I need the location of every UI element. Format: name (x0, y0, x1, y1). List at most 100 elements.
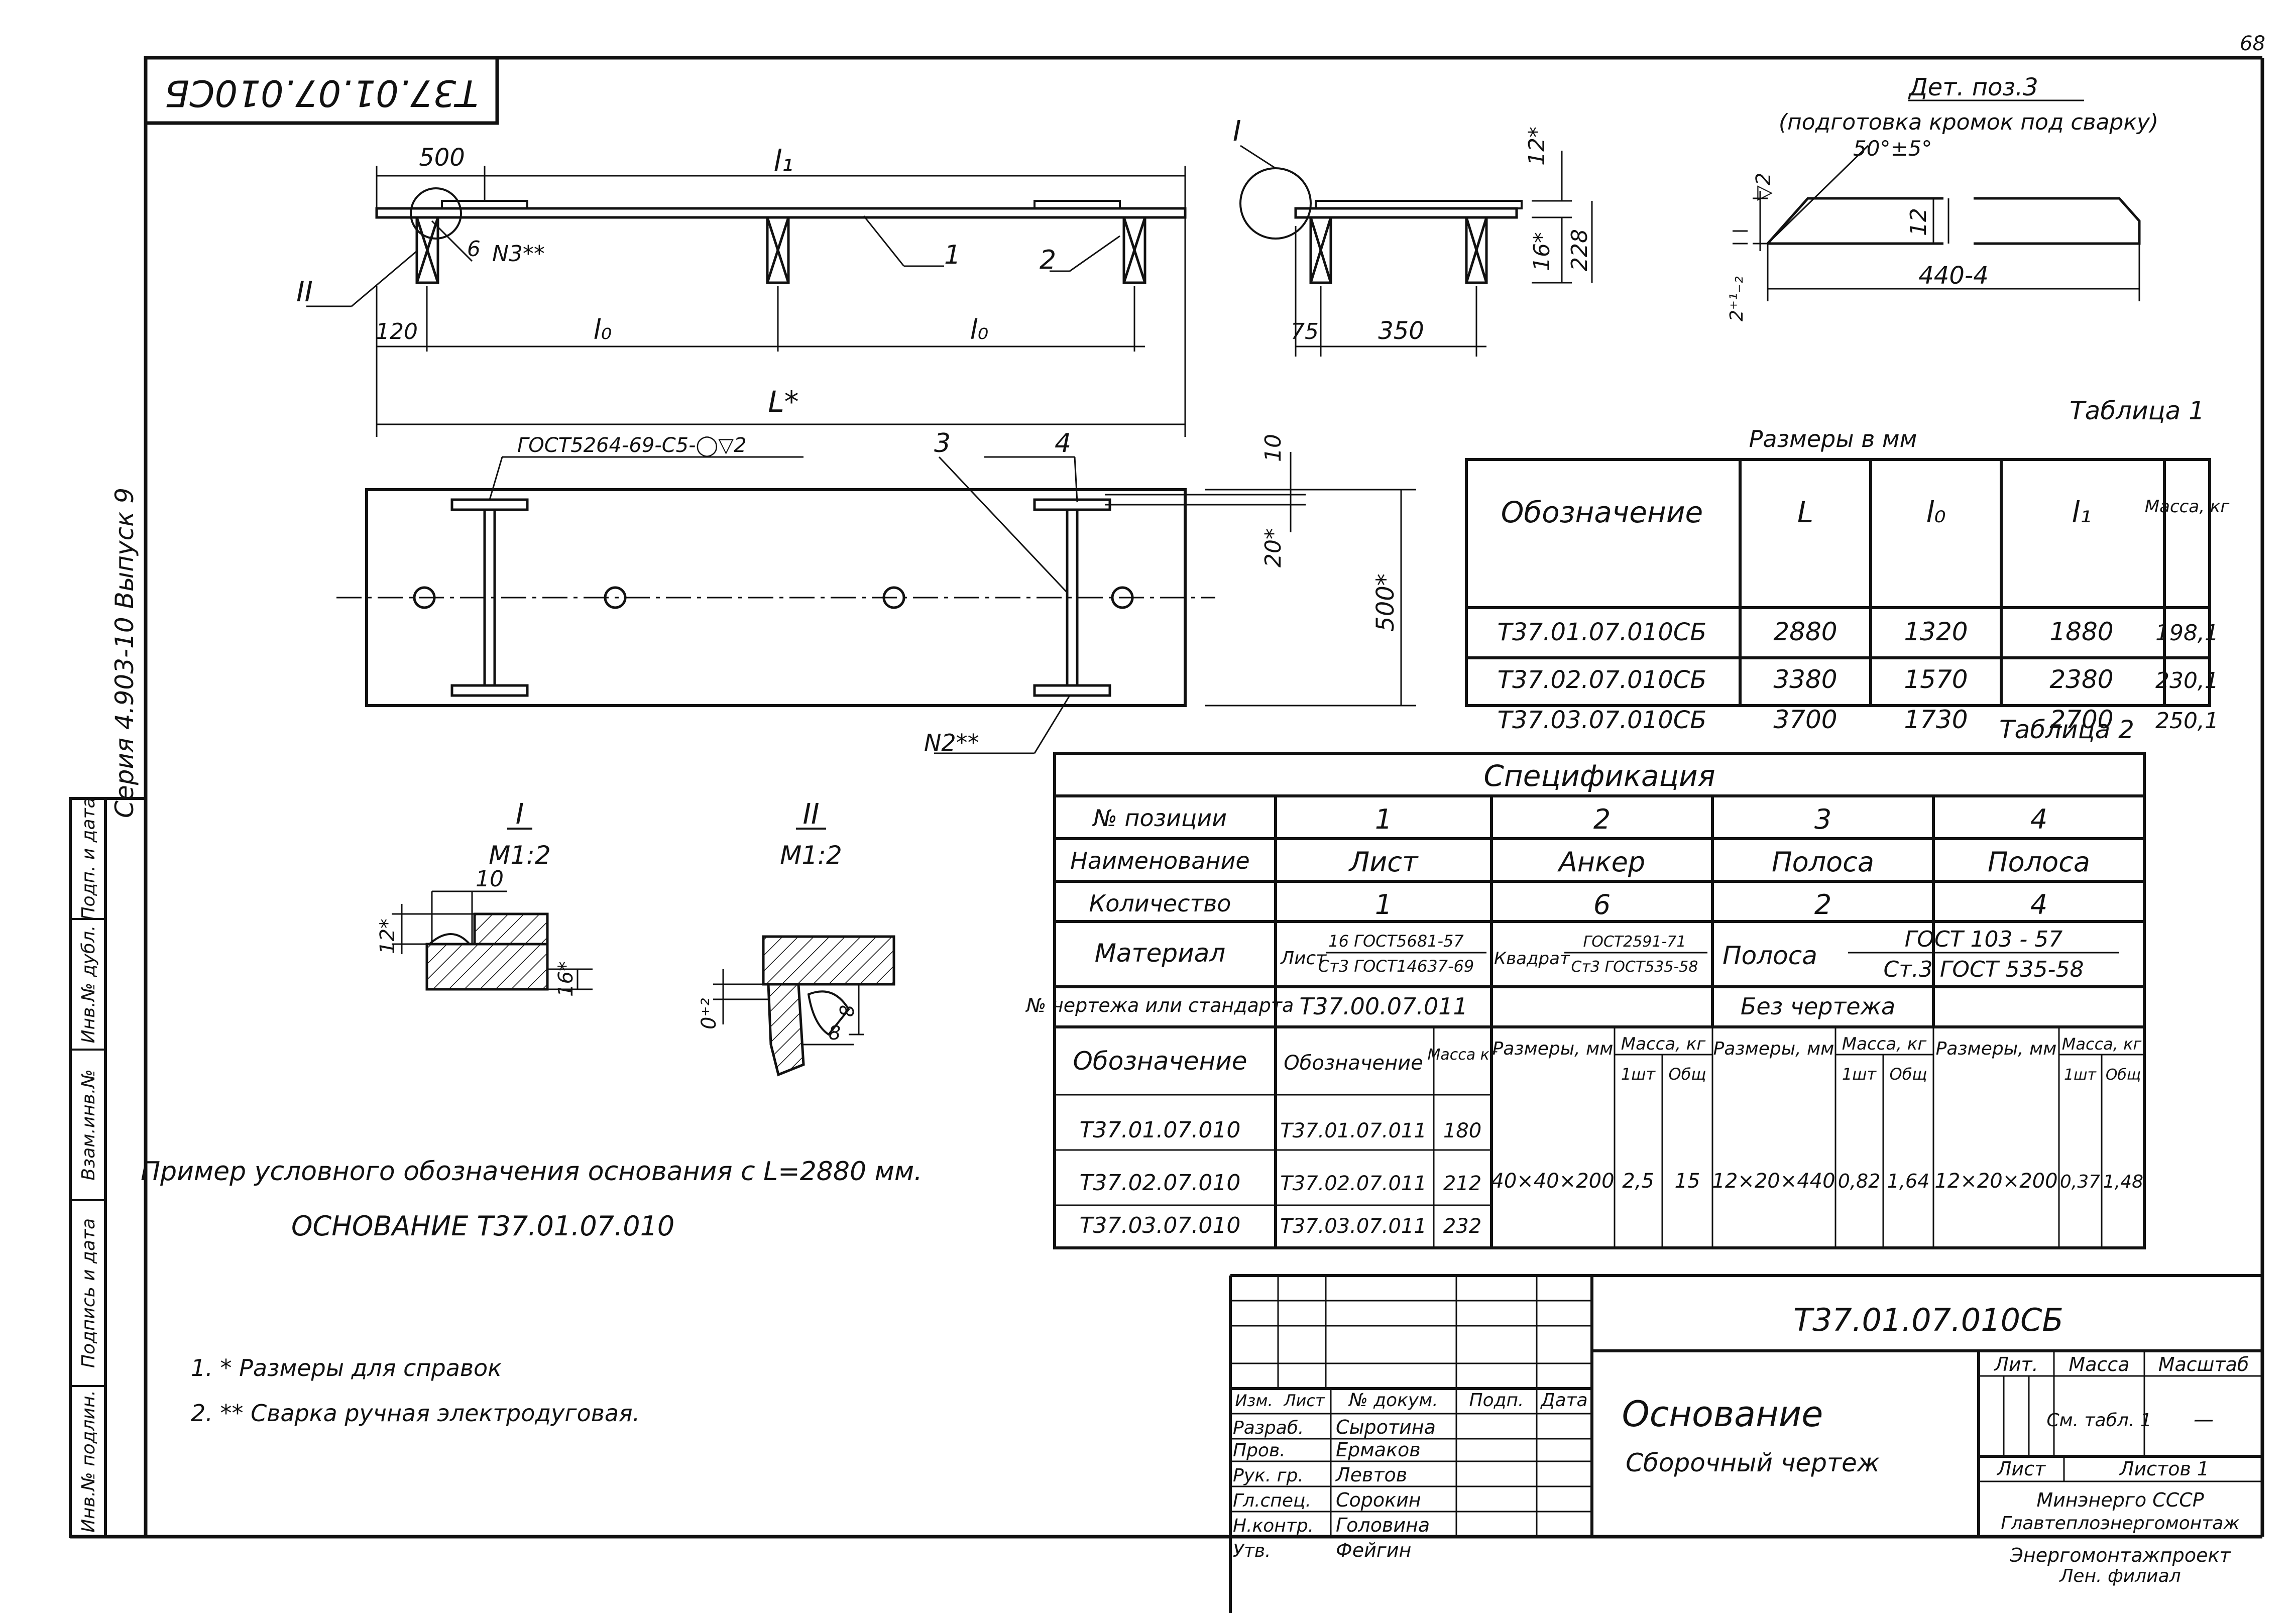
table2-label: Таблица 2 (1999, 715, 2134, 744)
t1-cell-0-4: 198,1 (2155, 620, 2219, 646)
t2-pos-0: 1 (1375, 803, 1392, 835)
plan-dim-500: 500* (1371, 573, 1400, 632)
t2-qty-3: 4 (2030, 889, 2047, 920)
weld-6: 6 (467, 237, 481, 261)
part3-dim-440: 440-4 (1918, 262, 1988, 290)
t2-sub-dims-3: Размеры, мм (1713, 1039, 1834, 1059)
t2-p4-m1: 0,37 (2060, 1172, 2100, 1192)
dim-120: 120 (376, 319, 418, 344)
left-strip: Инв.№ подлин. Подпись и дата Взам.инв.№ … (69, 797, 146, 1538)
t2-sub-mass-4: Масса, кг (2062, 1034, 2142, 1054)
t2-sub-dims-4: Размеры, мм (1936, 1039, 2057, 1059)
t2-mat34-pre: Полоса (1723, 941, 1817, 970)
part3-detail: Дет. поз.3 (подготовка кромок под сварку… (1727, 73, 2158, 321)
tb-subname: Сборочный чертеж (1626, 1448, 1880, 1477)
table2: Таблица 2 (1025, 715, 2146, 1249)
t1-cell-2-3: 2700 (2049, 705, 2113, 734)
t2-designation-label: Обозначение (1073, 1047, 1247, 1076)
t1-cell-1-0: Т37.02.07.010СБ (1498, 666, 1706, 694)
t2-row-mass-2: 232 (1443, 1215, 1481, 1238)
t2-title: Спецификация (1483, 759, 1715, 793)
t2-name-1: Анкер (1557, 846, 1645, 878)
label-pos-1: 1 (944, 240, 961, 270)
t2-sub-obsh-3: Общ (1889, 1065, 1927, 1084)
note-2: 2. ** Сварка ручная электродуговая. (191, 1400, 640, 1427)
example-line1: Пример условного обозначения основания с… (141, 1157, 923, 1187)
tb-role-5: Утв. (1233, 1541, 1271, 1561)
tb-name: Основание (1622, 1394, 1823, 1435)
t2-p2-mt: 15 (1675, 1170, 1700, 1193)
t1-cell-0-0: Т37.01.07.010СБ (1498, 618, 1706, 646)
tb-scale: Масштаб (2158, 1353, 2249, 1375)
table1: Таблица 1 Размеры в мм Обозначение L l₀ … (1465, 396, 2230, 707)
tb-person-4: Головина (1336, 1514, 1430, 1536)
main-view: 500 l₁ 120 l₀ l₀ L* 1 2 II 6 N3** (296, 144, 1187, 437)
tb-role-4: Н.контр. (1233, 1516, 1314, 1536)
detail-II: II М1:2 0⁺² 8 8 (698, 798, 895, 1077)
t1-cell-1-4: 230,1 (2155, 668, 2219, 694)
t1-cell-2-4: 250,1 (2155, 708, 2219, 734)
dim-l0-b: l₀ (970, 314, 989, 345)
stamp-box: Т37.01.07.010СБ (144, 56, 499, 125)
t1-h-mass: Масса, кг (2145, 497, 2230, 517)
t2-sub-designation: Обозначение (1284, 1052, 1423, 1075)
t2-pos-2: 3 (1814, 803, 1831, 835)
strip-text-5: Подп. и дата (78, 797, 99, 920)
t2-sub-1sht-3: 1шт (1842, 1065, 1877, 1084)
t2-qty-0: 1 (1375, 889, 1392, 920)
t1-cell-0-3: 1880 (2049, 617, 2113, 646)
detail-I-dim-10: 10 (476, 866, 504, 892)
series-label: Серия 4.903-10 Выпуск 9 (110, 488, 139, 818)
detail-I-dim-16: 16* (554, 961, 578, 997)
dim-l0-a: l₀ (594, 314, 612, 345)
tb-role-1: Пров. (1233, 1440, 1286, 1461)
t1-cell-2-1: 3700 (1773, 705, 1837, 734)
example-line2: ОСНОВАНИЕ Т37.01.07.010 (291, 1210, 674, 1242)
dim-L: L* (768, 385, 798, 419)
t2-mat1-top: 16 ГОСТ5681-57 (1328, 932, 1464, 951)
t2-drawing-label: № чертежа или стандарта (1025, 994, 1294, 1016)
t2-mat2-pre: Квадрат (1494, 949, 1570, 969)
tb-code: Т37.01.07.010СБ (1793, 1302, 2063, 1338)
t2-row-sub-2: Т37.03.07.011 (1280, 1215, 1427, 1238)
side-dim-12: 12* (1524, 127, 1550, 166)
tb-h-doc: № докум. (1348, 1390, 1438, 1411)
tb-h-list: Лист (1283, 1391, 1325, 1410)
t1-cell-0-1: 2880 (1773, 617, 1837, 646)
t2-sub-obsh-4: Общ (2106, 1066, 2141, 1084)
plan-view: ГОСТ5264-69-С5-◯▽2 3 4 10 20* 500* N2** (336, 428, 1416, 756)
part3-subtitle: (подготовка кромок под сварку) (1779, 109, 2158, 135)
detail-II-dim-8b: 8 (829, 1022, 841, 1044)
detail-I-scale: М1:2 (489, 841, 551, 870)
note-1: 1. * Размеры для справок (191, 1354, 502, 1381)
tb-org-4: Лен. филиал (2058, 1566, 2180, 1586)
t2-name-label: Наименование (1070, 847, 1249, 874)
t2-drawing-rest: Без чертежа (1741, 993, 1895, 1020)
t2-sub-obsh-2: Общ (1668, 1065, 1706, 1084)
t2-mat1-bot: Ст3 ГОСТ14637-69 (1318, 957, 1474, 976)
tb-person-0: Сыротина (1336, 1416, 1436, 1438)
detail-II-dim-0: 0⁺² (698, 998, 721, 1029)
t2-p4-dims: 12×20×200 (1934, 1170, 2057, 1193)
tb-h-sign: Подп. (1469, 1390, 1524, 1411)
t2-sub-1sht-4: 1шт (2064, 1066, 2097, 1084)
t2-sub-mass-3: Масса, кг (1842, 1034, 1927, 1054)
side-dim-16: 16* (1529, 232, 1555, 271)
t2-mat1-pre: Лист (1280, 948, 1327, 969)
t2-row-mass-1: 212 (1443, 1172, 1481, 1195)
strip-text-3: Взам.инв.№ (78, 1069, 99, 1181)
t2-pos-label: № позиции (1092, 804, 1227, 832)
detail-I: I М1:2 10 12* 16* (376, 798, 593, 997)
t2-p3-mt: 1,64 (1887, 1170, 1930, 1192)
t2-p4-mt: 1,48 (2103, 1172, 2143, 1192)
dim-500: 500 (419, 144, 465, 172)
weld-N3: N3** (492, 241, 545, 267)
tb-role-2: Рук. гр. (1233, 1465, 1304, 1486)
tb-org-3: Энергомонтажпроект (2009, 1544, 2231, 1566)
side-dim-228: 228 (1567, 229, 1592, 271)
t2-qty-2: 2 (1814, 889, 1831, 920)
label-pos-3: 3 (934, 428, 951, 458)
part3-dim-2pm: 2⁺¹₋₂ (1727, 276, 1747, 321)
